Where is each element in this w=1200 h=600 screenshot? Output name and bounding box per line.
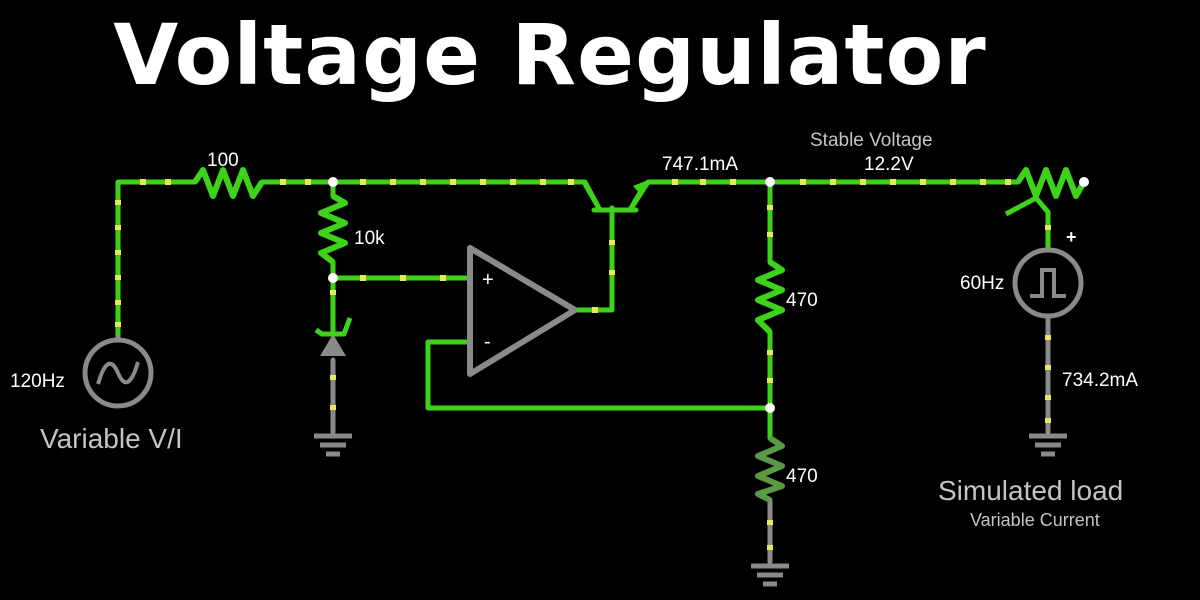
zener-diode — [314, 312, 353, 356]
load-plus-label: + — [1066, 227, 1077, 247]
load-subcaption: Variable Current — [970, 510, 1100, 530]
load-wiper — [1004, 195, 1050, 217]
source-caption: Variable V/I — [40, 423, 183, 454]
ground-zener-icon — [314, 433, 352, 457]
opamp-minus-label: - — [484, 331, 491, 353]
ac-source-icon — [82, 337, 154, 409]
page-title: Voltage Regulator — [113, 6, 987, 104]
opamp — [467, 245, 578, 377]
wire-opamp-out — [572, 205, 615, 313]
transistor-emitter-arrow — [633, 180, 648, 196]
source-frequency-label: 120Hz — [10, 371, 65, 392]
junction-nodes — [328, 177, 1089, 413]
resistor-10k-label: 10k — [354, 228, 385, 249]
resistor-470-top-label: 470 — [786, 290, 818, 311]
resistor-100-label: 100 — [207, 150, 239, 171]
resistor-470-bottom-label: 470 — [786, 466, 818, 487]
load-frequency-label: 60Hz — [960, 273, 1004, 294]
ground-divider-icon — [751, 563, 789, 587]
opamp-plus-label: + — [482, 269, 494, 291]
resistor-load — [1015, 167, 1087, 199]
load-current-label: 734.2mA — [1062, 370, 1138, 391]
wire-source-top — [115, 179, 198, 341]
current-dots — [115, 179, 1051, 550]
wire-emitter — [627, 179, 773, 213]
resistor-10k — [318, 193, 348, 265]
wire-rail-collector — [330, 179, 603, 213]
resistor-470-top — [755, 259, 785, 335]
square-source-icon — [1012, 247, 1084, 319]
stable-voltage-caption: Stable Voltage — [810, 130, 933, 151]
resistor-100 — [192, 167, 265, 199]
load-caption: Simulated load — [938, 475, 1123, 506]
idle-wires — [115, 313, 1051, 565]
resistor-470-bottom — [755, 435, 785, 503]
ground-load-icon — [1029, 433, 1067, 457]
wires — [115, 179, 1051, 441]
wire-feedback — [425, 339, 773, 411]
stable-voltage-value: 12.2V — [864, 154, 914, 175]
transistor-current-label: 747.1mA — [662, 154, 738, 175]
